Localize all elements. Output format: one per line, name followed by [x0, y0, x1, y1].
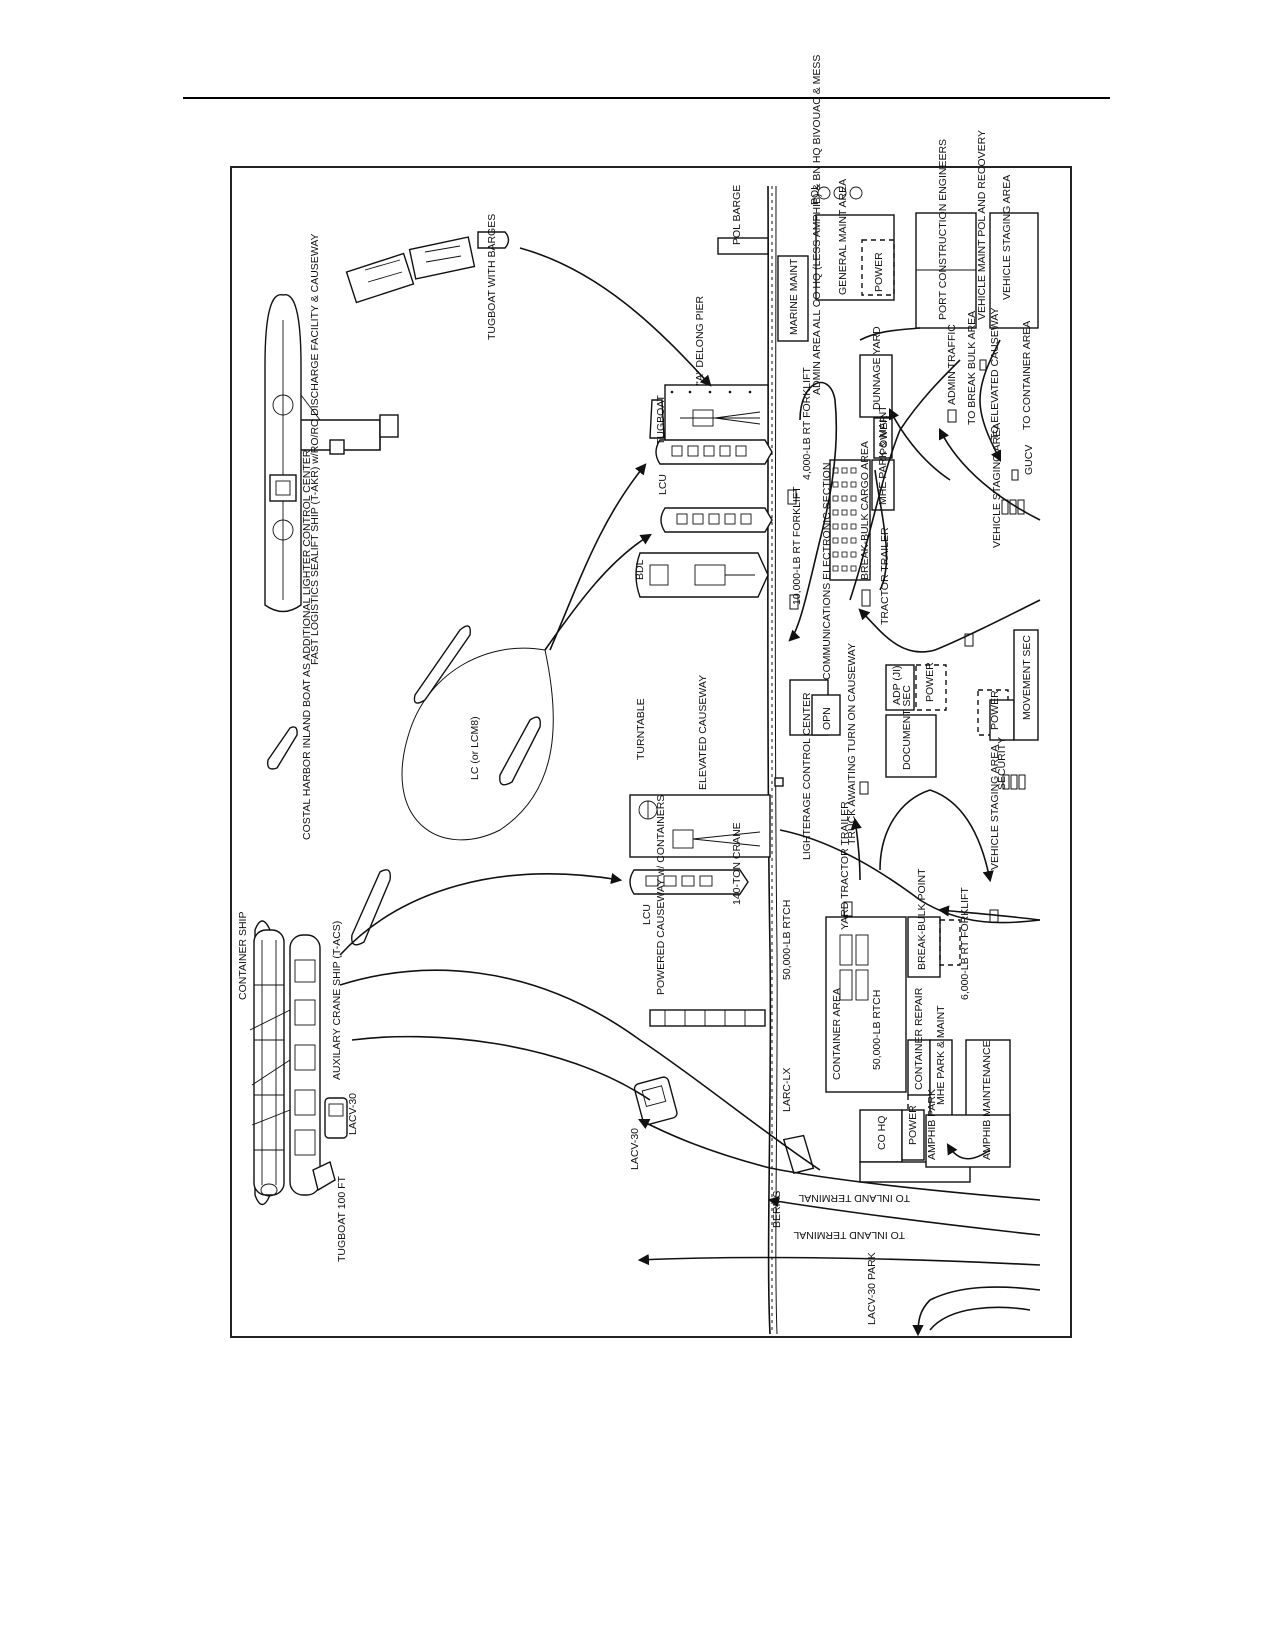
label-port-construction-engineers: PORT CONSTRUCTION ENGINEERS: [937, 139, 949, 320]
label-admin-area: ADMIN AREA ALL CO HQ (LESS AMPHIB) & BN …: [811, 55, 823, 395]
label-container-repair: CONTAINER REPAIR: [913, 987, 925, 1090]
label-container-area: CONTAINER AREA: [831, 988, 843, 1080]
movement-paths: [339, 247, 1041, 1337]
pol-tanks: [817, 186, 863, 200]
label-tugboat: TUGBOAT: [655, 394, 667, 445]
land-boxes: [774, 212, 1039, 1183]
label-document-sec: DOCUMENT SEC: [901, 685, 913, 770]
tugboat-at-pier: [649, 399, 665, 439]
top-rule: [183, 97, 1110, 99]
label-forklift-6000: 6,000-LB RT FORKLIFT: [959, 887, 971, 1000]
label-delong-pier: "A" DELONG PIER: [694, 295, 706, 385]
fast-logistics-sealift-ship: [264, 294, 399, 613]
label-break-bulk-cargo-area: BREAK-BULK CARGO AREA: [859, 441, 871, 580]
larc-lx: [782, 1134, 815, 1175]
label-lighterage-control-center: LIGHTERAGE CONTROL CENTER: [801, 692, 813, 860]
label-lacv30-park: LACV-30 PARK: [866, 1252, 878, 1325]
label-larc-lx: LARC-LX: [781, 1068, 793, 1112]
label-to-inland-terminal-2: TO INLAND TERMINAL: [793, 1229, 905, 1241]
label-lc-lcm8: LC (or LCM8): [469, 716, 481, 780]
label-pol: POL: [809, 184, 821, 205]
auxiliary-crane-ship: [249, 934, 321, 1196]
label-lacv30-water: LACV-30: [629, 1128, 641, 1170]
label-costal-harbor-boat: COSTAL HARBOR INLAND BOAT AS ADDITIONAL …: [301, 449, 313, 840]
label-bdl: BDL: [634, 559, 646, 580]
label-co-hq: CO HQ: [876, 1116, 888, 1150]
label-gucv: GUCV: [1023, 445, 1035, 475]
label-vehicle-maint-pol: VEHICLE MAINT POL AND RECOVERY: [976, 130, 988, 320]
labels: POL POL BARGE MARINE MAINT TUGBOAT WITH …: [237, 55, 1035, 1325]
label-communications-section: COMMUNICATIONS ELECTRONIC SECTION: [821, 463, 833, 680]
label-berms: BERMS: [771, 1191, 783, 1228]
label-power-security: POWER: [989, 690, 1001, 730]
label-crane-140: 140-TON CRANE: [731, 822, 743, 905]
label-power-dunnage: POWER: [878, 415, 890, 455]
lcu-bottom-vessel: [629, 869, 749, 895]
lacv30-in-water: [633, 1076, 678, 1126]
label-lacv30-ship: LACV-30: [347, 1093, 359, 1135]
label-opn: OPN: [821, 707, 833, 730]
label-tugboat-with-barges: TUGBOAT WITH BARGES: [486, 214, 498, 340]
label-yard-tractor-trailer: YARD TRACTOR TRAILER: [839, 801, 851, 930]
label-vehicle-staging-area-low: VEHICLE STAGING AREA: [989, 745, 1001, 870]
label-break-bulk-point: BREAK-BULK POINT: [916, 868, 928, 970]
label-to-container-area: TO CONTAINER AREA: [1021, 321, 1033, 430]
label-dunnage-yard: DUNNAGE YARD: [871, 326, 883, 410]
label-turntable: TURNTABLE: [635, 698, 647, 760]
label-lcu-bottom: LCU: [641, 904, 653, 925]
lc-boats: [351, 625, 541, 946]
label-lcu-top: LCU: [657, 474, 669, 495]
label-admin-traffic: ADMIN TRAFFIC: [946, 324, 958, 405]
label-truck-awaiting: TRUCK AWAITING TURN ON CAUSEWAY: [846, 643, 858, 845]
lcu-middle-vessel: [660, 507, 773, 533]
label-to-elevated-causeway: TO ELEVATED CAUSEWAY: [989, 308, 1001, 440]
label-tractor-trailer: TRACTOR TRAILER: [879, 527, 891, 625]
powered-causeway: [649, 1009, 766, 1027]
label-rtch-yard: 50,000-LB RTCH: [871, 990, 883, 1070]
label-rtch-water: 50,000-LB RTCH: [781, 900, 793, 980]
pol-barge: [717, 237, 769, 255]
label-to-inland-terminal-1: TO INLAND TERMINAL: [798, 1192, 910, 1204]
label-forklift-10000: 10,000-LB RT FORKLIFT: [791, 486, 803, 605]
label-fast-logistics-ship: FAST LOGISTICS SEALIFT SHIP (T-AKR) w/RO…: [309, 233, 321, 665]
bdl-vessel: [635, 552, 769, 598]
label-mhe-park-maint: MHE PARK & MAINT: [877, 405, 889, 505]
label-vehicle-staging-area-mid: VEHICLE STAGING AREA: [991, 423, 1003, 548]
label-mhe-park-maint-2: MHE PARK & MAINT: [935, 1005, 947, 1105]
label-movement-sec: MOVEMENT SEC: [1021, 635, 1033, 720]
label-power-adp: POWER: [924, 662, 936, 702]
lcu-top-vessel: [655, 439, 773, 465]
label-amphib-maintenance: AMPHIB MAINTENANCE: [981, 1040, 993, 1160]
figure-frame: [230, 166, 1072, 1338]
label-forklift-4000: 4,000-LB RT FORKLIFT: [801, 367, 813, 480]
label-security: SECURITY: [996, 737, 1008, 790]
label-tugboat-100ft: TUGBOAT 100 FT: [336, 1175, 348, 1262]
label-amphib-park: AMPHIB PARK: [926, 1089, 938, 1160]
label-adp: ADP (JI): [891, 666, 903, 705]
shoreline: [767, 185, 778, 1335]
label-powered-causeway: POWERED CAUSEWAY w/ CONTAINERS: [655, 795, 667, 995]
costal-harbor-boat: [267, 726, 298, 770]
label-elevated-causeway: ELEVATED CAUSEWAY: [697, 675, 709, 790]
lacv30-at-ship: [324, 1097, 348, 1139]
label-auxiliary-crane-ship: AUXILARY CRANE SHIP (T-ACS): [331, 921, 343, 1080]
label-marine-maint: MARINE MAINT: [788, 258, 800, 335]
tugboat-100ft: [312, 1161, 336, 1192]
container-ship: [253, 920, 285, 1206]
label-pol-barge: POL BARGE: [731, 185, 743, 245]
tugboat-with-barges: [345, 231, 510, 304]
label-to-break-bulk: TO BREAK BULK AREA: [966, 311, 978, 425]
label-container-ship: CONTAINER SHIP: [237, 912, 249, 1000]
label-power-general: POWER: [873, 252, 885, 292]
marine-maint: [777, 255, 809, 342]
label-general-maint-area: GENERAL MAINT AREA: [837, 179, 849, 295]
label-vehicle-staging-area-top: VEHICLE STAGING AREA: [1001, 175, 1013, 300]
label-power-container: POWER: [907, 1105, 919, 1145]
elevated-causeway: [629, 794, 771, 858]
